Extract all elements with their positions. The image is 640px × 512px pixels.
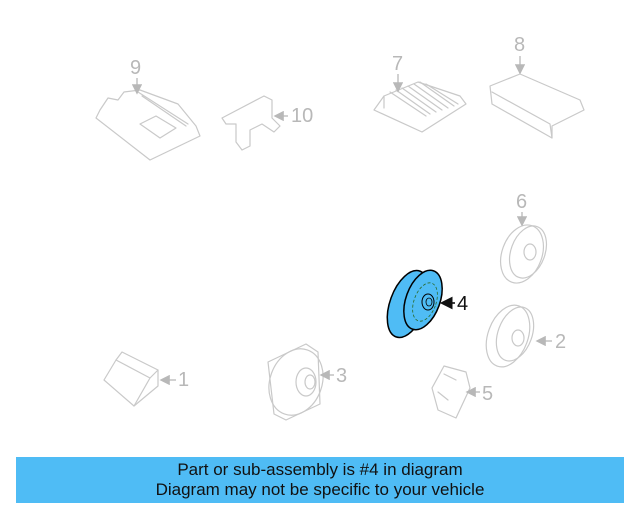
part-7-amplifier[interactable]: 7	[373, 53, 467, 133]
info-banner: Part or sub-assembly is #4 in diagram Di…	[16, 457, 624, 503]
part-10-u-bracket[interactable]: 10	[221, 95, 313, 151]
callout-1[interactable]: 1	[178, 369, 189, 391]
callout-5[interactable]: 5	[482, 383, 493, 405]
part-8-module[interactable]: 8	[489, 34, 585, 139]
banner-line-disclaimer: Diagram may not be specific to your vehi…	[155, 480, 485, 499]
callout-3[interactable]: 3	[336, 365, 347, 387]
callout-9[interactable]: 9	[130, 57, 141, 79]
callout-10[interactable]: 10	[291, 105, 313, 127]
callout-4[interactable]: 4	[457, 293, 468, 315]
part-2-speaker[interactable]: 2	[478, 299, 566, 373]
part-4-speaker-highlighted[interactable]: 4	[379, 265, 468, 343]
banner-line-part-number: Part or sub-assembly is #4 in diagram	[177, 460, 463, 479]
part-9-bracket-plate[interactable]: 9	[95, 57, 201, 161]
callout-6[interactable]: 6	[516, 191, 527, 213]
callout-7[interactable]: 7	[392, 53, 403, 75]
part-5-tweeter[interactable]: 5	[431, 365, 493, 419]
part-1-box[interactable]: 1	[103, 351, 189, 407]
part-6-speaker[interactable]: 6	[493, 191, 553, 289]
callout-2[interactable]: 2	[555, 331, 566, 353]
callout-8[interactable]: 8	[514, 34, 525, 56]
part-3-woofer[interactable]: 3	[260, 341, 347, 423]
